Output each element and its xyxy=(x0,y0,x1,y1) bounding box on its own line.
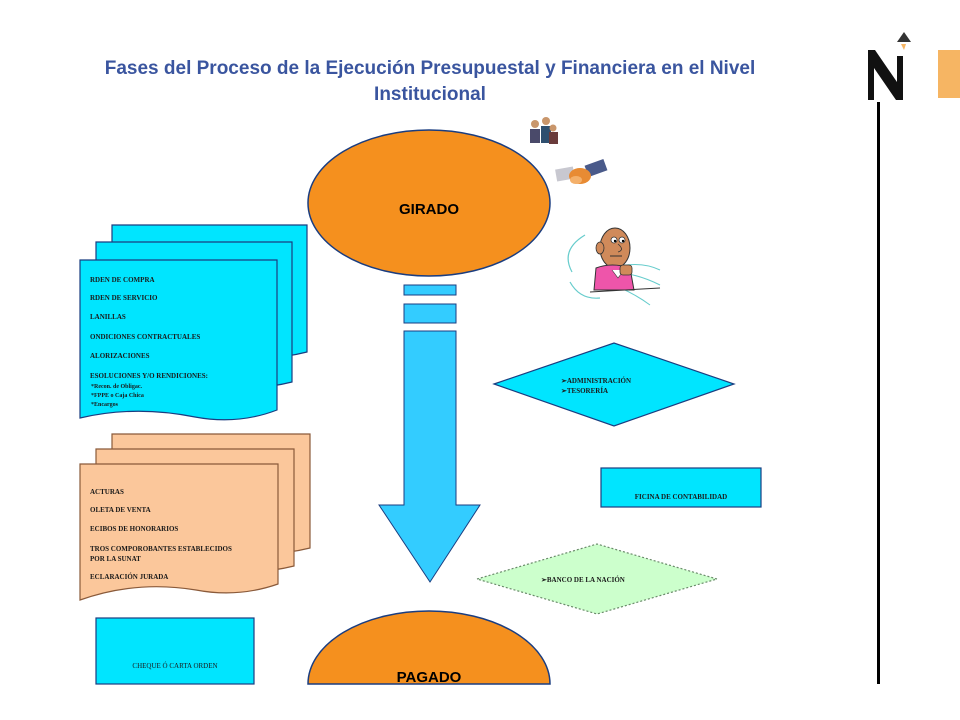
logo-icon xyxy=(868,32,960,100)
cyan-doc-line: ALORIZACIONES xyxy=(90,352,150,360)
cheque-label: CHEQUE Ó CARTA ORDEN xyxy=(132,662,217,670)
cyan-doc-line: LANILLAS xyxy=(90,313,126,321)
cyan-doc-line: RDEN DE COMPRA xyxy=(90,276,155,284)
cyan-document-stack: RDEN DE COMPRA RDEN DE SERVICIO LANILLAS… xyxy=(79,224,308,421)
cyan-doc-line: *Recon. de Obligac. xyxy=(91,384,142,390)
cyan-doc-line: ONDICIONES CONTRACTUALES xyxy=(90,333,200,341)
handshake-clipart-icon xyxy=(555,158,608,184)
peach-doc-line: OLETA DE VENTA xyxy=(90,506,151,514)
contabilidad-label: FICINA DE CONTABILIDAD xyxy=(635,493,727,501)
title-line-1: Fases del Proceso de la Ejecución Presup… xyxy=(104,58,756,79)
peach-doc-line: ECIBOS DE HONORARIOS xyxy=(90,525,178,533)
people-clipart-icon xyxy=(530,117,558,144)
peach-doc-line: POR LA SUNAT xyxy=(90,555,141,563)
contabilidad-box: FICINA DE CONTABILIDAD xyxy=(600,467,762,508)
down-arrow xyxy=(378,284,481,583)
logo-accent-block xyxy=(938,50,960,98)
cheque-box: CHEQUE Ó CARTA ORDEN xyxy=(95,617,255,685)
banco-label: ➢BANCO DE LA NACIÓN xyxy=(541,576,625,584)
girado-ellipse: GIRADO xyxy=(307,129,551,277)
cyan-doc-line: *Encargos xyxy=(91,402,119,408)
peach-doc-line: ECLARACIÓN JURADA xyxy=(90,573,168,581)
vertical-divider xyxy=(877,102,880,684)
diamond-admin-line-1: ➢ADMINISTRACIÓN xyxy=(561,377,631,385)
cyan-doc-line: *FPPE o Caja Chica xyxy=(91,393,144,399)
peach-doc-line: ACTURAS xyxy=(90,488,124,496)
slide-title: Fases del Proceso de la Ejecución Presup… xyxy=(40,56,820,108)
peach-document-stack: ACTURAS OLETA DE VENTA ECIBOS DE HONORAR… xyxy=(79,433,311,601)
peach-doc-line: TROS COMPOROBANTES ESTABLECIDOS xyxy=(90,545,232,553)
pagado-ellipse: PAGADO xyxy=(307,610,551,686)
girado-label: GIRADO xyxy=(399,201,459,218)
man-at-desk-clipart-icon xyxy=(567,227,661,306)
diamond-admin-line-2: ➢TESORERÍA xyxy=(561,387,608,395)
admin-tesoreria-diamond: ➢ADMINISTRACIÓN ➢TESORERÍA xyxy=(492,342,736,427)
banco-diamond: ➢BANCO DE LA NACIÓN xyxy=(474,543,720,615)
cyan-doc-line: RDEN DE SERVICIO xyxy=(90,294,158,302)
pagado-label: PAGADO xyxy=(397,669,462,686)
title-line-2: Institucional xyxy=(374,84,486,105)
cyan-doc-line: ESOLUCIONES Y/O RENDICIONES: xyxy=(90,372,208,380)
